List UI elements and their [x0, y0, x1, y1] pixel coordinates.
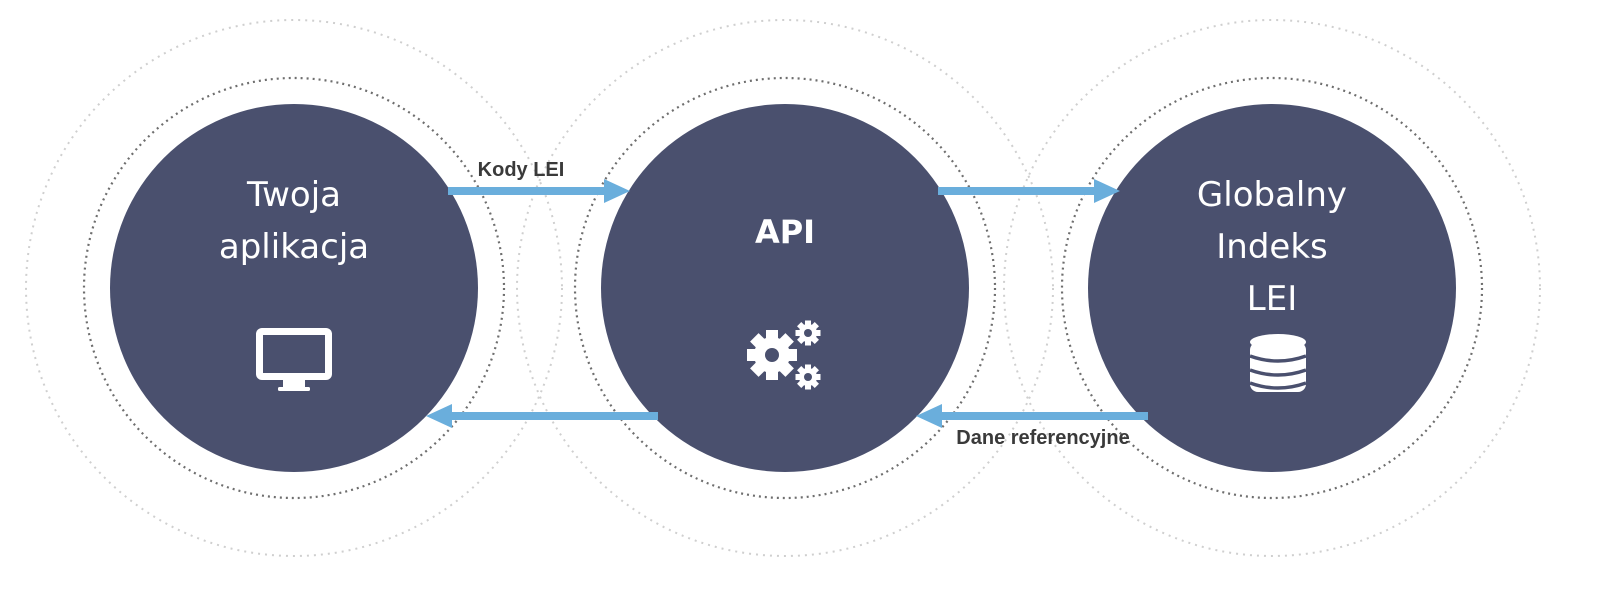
index-title-line1: Globalny — [1197, 175, 1347, 215]
response-label: Dane referencyjne — [956, 427, 1129, 449]
inner-ring-app — [82, 76, 506, 500]
index-title-line2: Indeks — [1216, 227, 1327, 267]
arrows — [426, 179, 1148, 428]
database-icon — [1249, 334, 1307, 392]
outer-ring-app — [25, 19, 563, 557]
node-app — [110, 104, 478, 472]
arrow-api-to-app — [426, 404, 658, 428]
gears-icon — [747, 320, 821, 390]
arrow-app-to-api — [448, 179, 630, 203]
app-title-line2: aplikacja — [219, 227, 369, 267]
app-title-line1: Twoja — [246, 175, 341, 215]
monitor-icon — [256, 328, 332, 391]
node-index — [1088, 104, 1456, 472]
index-title-line3: LEI — [1247, 279, 1297, 319]
outer-ring-api — [516, 19, 1054, 557]
inner-rings — [82, 76, 1484, 500]
node-api — [601, 104, 969, 472]
inner-ring-index — [1060, 76, 1484, 500]
api-title: API — [755, 213, 815, 251]
outer-ring-index — [1003, 19, 1541, 557]
inner-ring-api — [573, 76, 997, 500]
arrow-api-to-index — [938, 179, 1120, 203]
request-label: Kody LEI — [478, 159, 565, 181]
arrow-index-to-api — [916, 404, 1148, 428]
outer-rings — [25, 19, 1541, 557]
